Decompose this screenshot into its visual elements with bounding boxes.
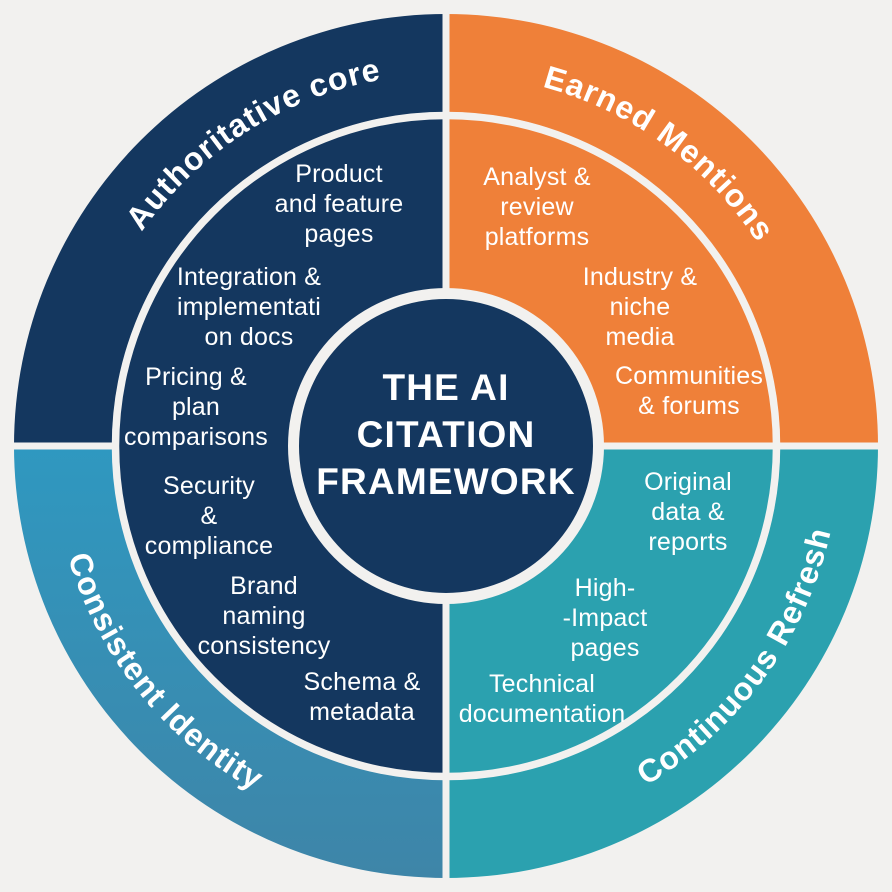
outer-segment-consistent-identity [14,446,446,878]
outer-segment-earned-mentions [446,14,878,446]
ring-item-brand-naming-consistency: Brand naming consistency [198,571,331,661]
ring-item-industry-niche-media: Industry & niche media [583,262,698,352]
item-line: implementati [176,293,322,321]
ring-item-technical-documentation: Technical documentation [459,669,626,729]
item-line: consistency [197,632,331,660]
item-line: pages [304,220,374,248]
item-line: pages [570,634,640,662]
item-line: naming [222,602,306,630]
ring-item-schema-metadata: Schema & metadata [304,667,421,727]
inner-segment-orange [446,112,780,446]
item-line: plan [171,393,221,421]
ring-item-analyst-review-platforms: Analyst & review platforms [483,162,590,252]
item-line: Technical [488,670,596,698]
item-line: compliance [144,532,274,560]
item-line: Integration & [176,263,322,291]
item-line: on docs [204,323,294,351]
item-line: High- [574,574,636,602]
item-line: Schema & [303,668,421,696]
center-title-line-1: THE AI [382,367,509,408]
center-circle [289,289,603,603]
item-line: Brand [230,572,298,600]
outer-segment-continuous-refresh [446,446,878,878]
center-title-line-2: CITATION [357,414,536,455]
item-line: Original [644,468,732,496]
item-line: Communities [614,362,764,390]
item-line: & forums [638,392,740,420]
ring-item-high-impact-pages: High- -Impact pages [563,573,648,663]
center-title-line-3: FRAMEWORK [316,461,575,502]
inner-segment-navy-left-half [112,112,446,780]
item-line: comparisons [124,423,268,451]
item-line: & [200,502,218,530]
item-line: metadata [309,698,415,726]
inner-segment-teal [446,446,780,780]
item-line: Security [163,472,255,500]
item-line: reports [648,528,728,556]
item-line: media [605,323,675,351]
item-line: niche [609,293,671,321]
ring-item-product-feature-pages: Product and feature pages [275,159,404,249]
item-line: documentation [458,700,626,728]
item-line: review [500,193,574,221]
item-line: Pricing & [145,363,247,391]
item-line: Analyst & [483,163,591,191]
ring-item-pricing-plan-comparisons: Pricing & plan comparisons [124,362,268,452]
item-line: platforms [484,223,590,251]
ring-item-security-compliance: Security & compliance [145,471,273,561]
item-line: Industry & [582,263,698,291]
outer-segment-authoritative-core [14,14,446,446]
item-line: Product [295,160,383,188]
ring-item-communities-forums: Communities & forums [615,361,763,421]
item-line: -Impact [562,604,648,632]
ring-item-integration-implementation-docs: Integration & implementati on docs [177,262,321,352]
item-line: and feature [274,190,404,218]
ring-item-original-data-reports: Original data & reports [644,467,732,557]
item-line: data & [651,498,725,526]
